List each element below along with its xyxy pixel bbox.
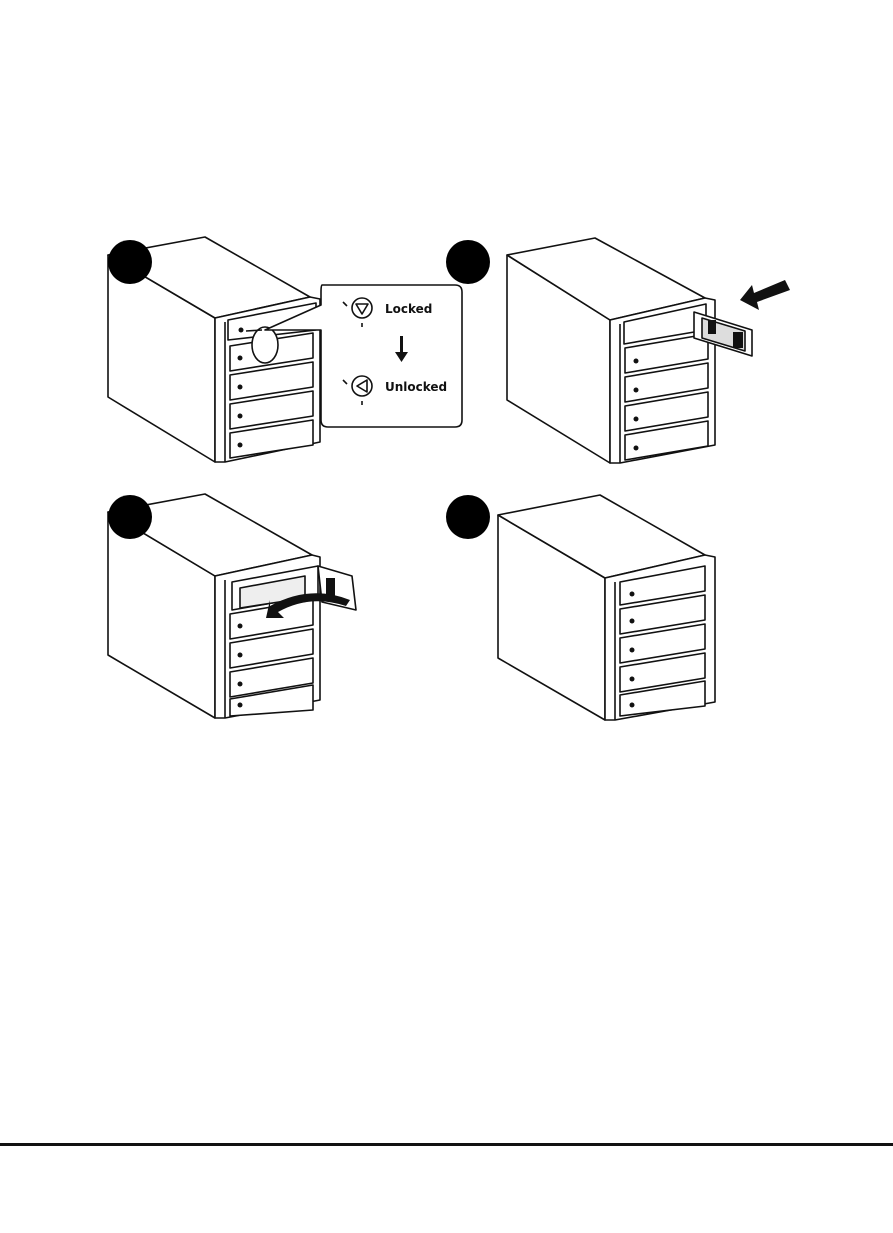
step-4-panel <box>498 495 715 720</box>
insert-arrow-icon <box>740 280 790 310</box>
step-4-marker <box>446 495 490 539</box>
step-3-marker <box>108 495 152 539</box>
step-1-panel <box>108 237 462 462</box>
locked-label: Locked <box>385 302 432 316</box>
step-2-marker <box>446 240 490 284</box>
unlocked-label: Unlocked <box>385 380 447 394</box>
footer-rule <box>0 1143 893 1146</box>
step-2-panel <box>507 238 752 463</box>
step-1-marker <box>108 240 152 284</box>
